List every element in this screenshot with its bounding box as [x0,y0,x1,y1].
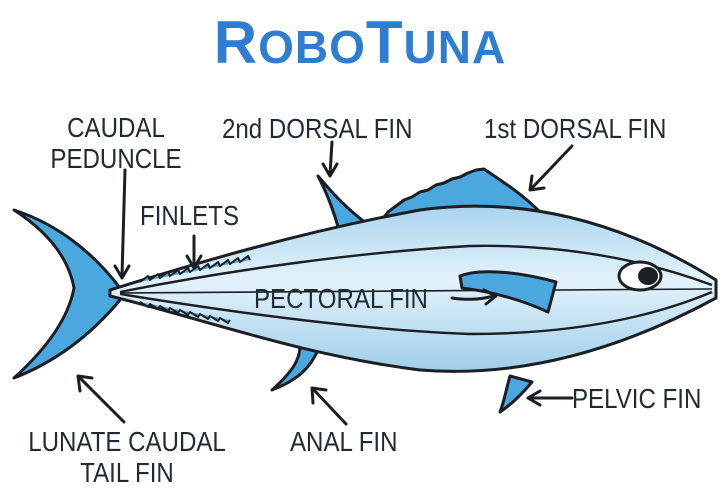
first-dorsal-fin-label: 1st DORSAL FIN [484,113,666,144]
caudal-peduncle-line1: CAUDAL [47,112,185,143]
finlets-label: FINLETS [140,200,239,231]
anal-pointer [314,390,346,424]
second-dorsal-fin-label: 2nd DORSAL FIN [222,113,412,144]
lunate-caudal-tail-fin [14,210,120,378]
first-dorsal-pointer [532,146,572,188]
anal-fin-label: ANAL FIN [290,426,398,457]
caudal-peduncle-pointer [122,170,125,276]
tail-pointer [80,378,124,422]
pectoral-fin-label: PECTORAL FIN [254,283,428,314]
anal-fin [272,346,318,390]
lunate-tail-line2: TAIL FIN [25,457,230,488]
pelvic-fin [500,376,532,412]
tuna-pupil [638,267,658,285]
second-dorsal-pointer [330,142,332,174]
lunate-caudal-tail-fin-label: LUNATE CAUDAL TAIL FIN [25,426,230,488]
pelvic-fin-label: PELVIC FIN [572,383,701,414]
lunate-tail-line1: LUNATE CAUDAL [25,426,230,457]
caudal-peduncle-label: CAUDAL PEDUNCLE [47,112,185,174]
caudal-peduncle-line2: PEDUNCLE [47,143,185,174]
